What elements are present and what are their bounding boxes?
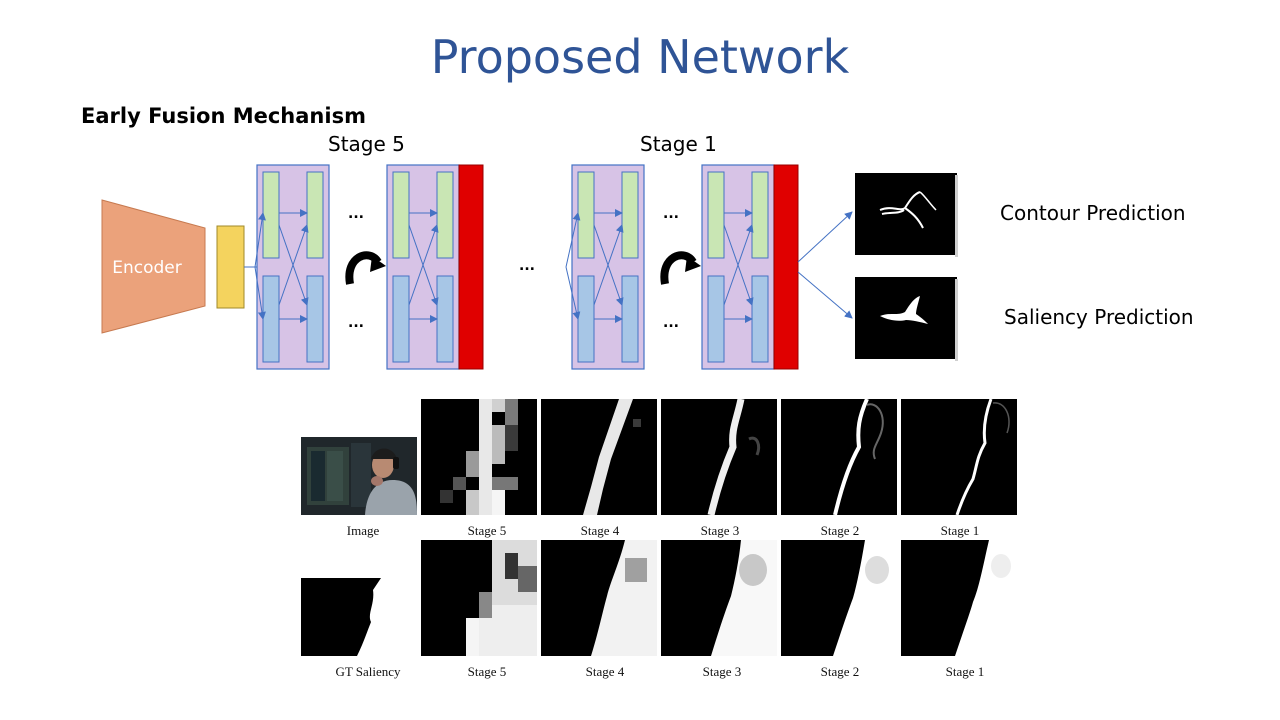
stage-1-last-module (701, 164, 775, 370)
stage-1-label: Stage 1 (640, 132, 717, 156)
saliency-stage-3 (661, 540, 777, 656)
saliency-stage-2 (781, 540, 897, 656)
caption-row2-5: Stage 1 (945, 664, 985, 679)
slide-title: Proposed Network (430, 30, 850, 84)
contour-stage-4 (541, 399, 657, 515)
saliency-stage-5 (421, 540, 537, 656)
input-image (301, 437, 417, 515)
stage-5-first-module (254, 164, 330, 370)
encoder-label: Encoder (112, 258, 182, 278)
caption-row1-2: Stage 4 (580, 523, 620, 538)
stage-5-last-module (386, 164, 460, 370)
caption-row1-4: Stage 2 (820, 523, 860, 538)
stage-5-label: Stage 5 (328, 132, 405, 156)
ellipsis-stage5-bottom: ... (348, 315, 364, 331)
caption-row1-3: Stage 3 (700, 523, 740, 538)
caption-row2-2: Stage 4 (585, 664, 625, 679)
feature-block (216, 225, 245, 309)
stage-1-output-bar (773, 164, 799, 370)
caption-row2-0: GT Saliency (335, 664, 401, 679)
contour-stage-2 (781, 399, 897, 515)
saliency-prediction-label: Saliency Prediction (1004, 305, 1194, 329)
saliency-stage-1 (901, 540, 1017, 656)
gt-saliency-image (301, 578, 417, 656)
ellipsis-stage1-bottom: ... (663, 315, 679, 331)
stage-5-output-bar (458, 164, 484, 370)
caption-row2-1: Stage 5 (467, 664, 507, 679)
stage-1-first-module (565, 164, 645, 370)
saliency-stage-4 (541, 540, 657, 656)
contour-prediction-image (855, 173, 958, 257)
section-heading: Early Fusion Mechanism (81, 104, 366, 128)
contour-stage-5 (421, 399, 537, 515)
caption-row1-5: Stage 1 (940, 523, 980, 538)
contour-stage-3 (661, 399, 777, 515)
caption-row2-3: Stage 3 (702, 664, 742, 679)
network-diagram: Encoder (101, 164, 958, 370)
ellipsis-stage5-top: ... (348, 206, 364, 222)
contour-prediction-label: Contour Prediction (1000, 201, 1186, 225)
saliency-prediction-image (855, 277, 958, 361)
caption-row1-0: Image (346, 523, 380, 538)
ellipsis-stage1-top: ... (663, 206, 679, 222)
caption-row2-4: Stage 2 (820, 664, 860, 679)
ellipsis-between-stages: ... (519, 258, 535, 274)
encoder-block: Encoder (101, 199, 206, 334)
contour-stage-1 (901, 399, 1017, 515)
caption-row1-1: Stage 5 (467, 523, 507, 538)
